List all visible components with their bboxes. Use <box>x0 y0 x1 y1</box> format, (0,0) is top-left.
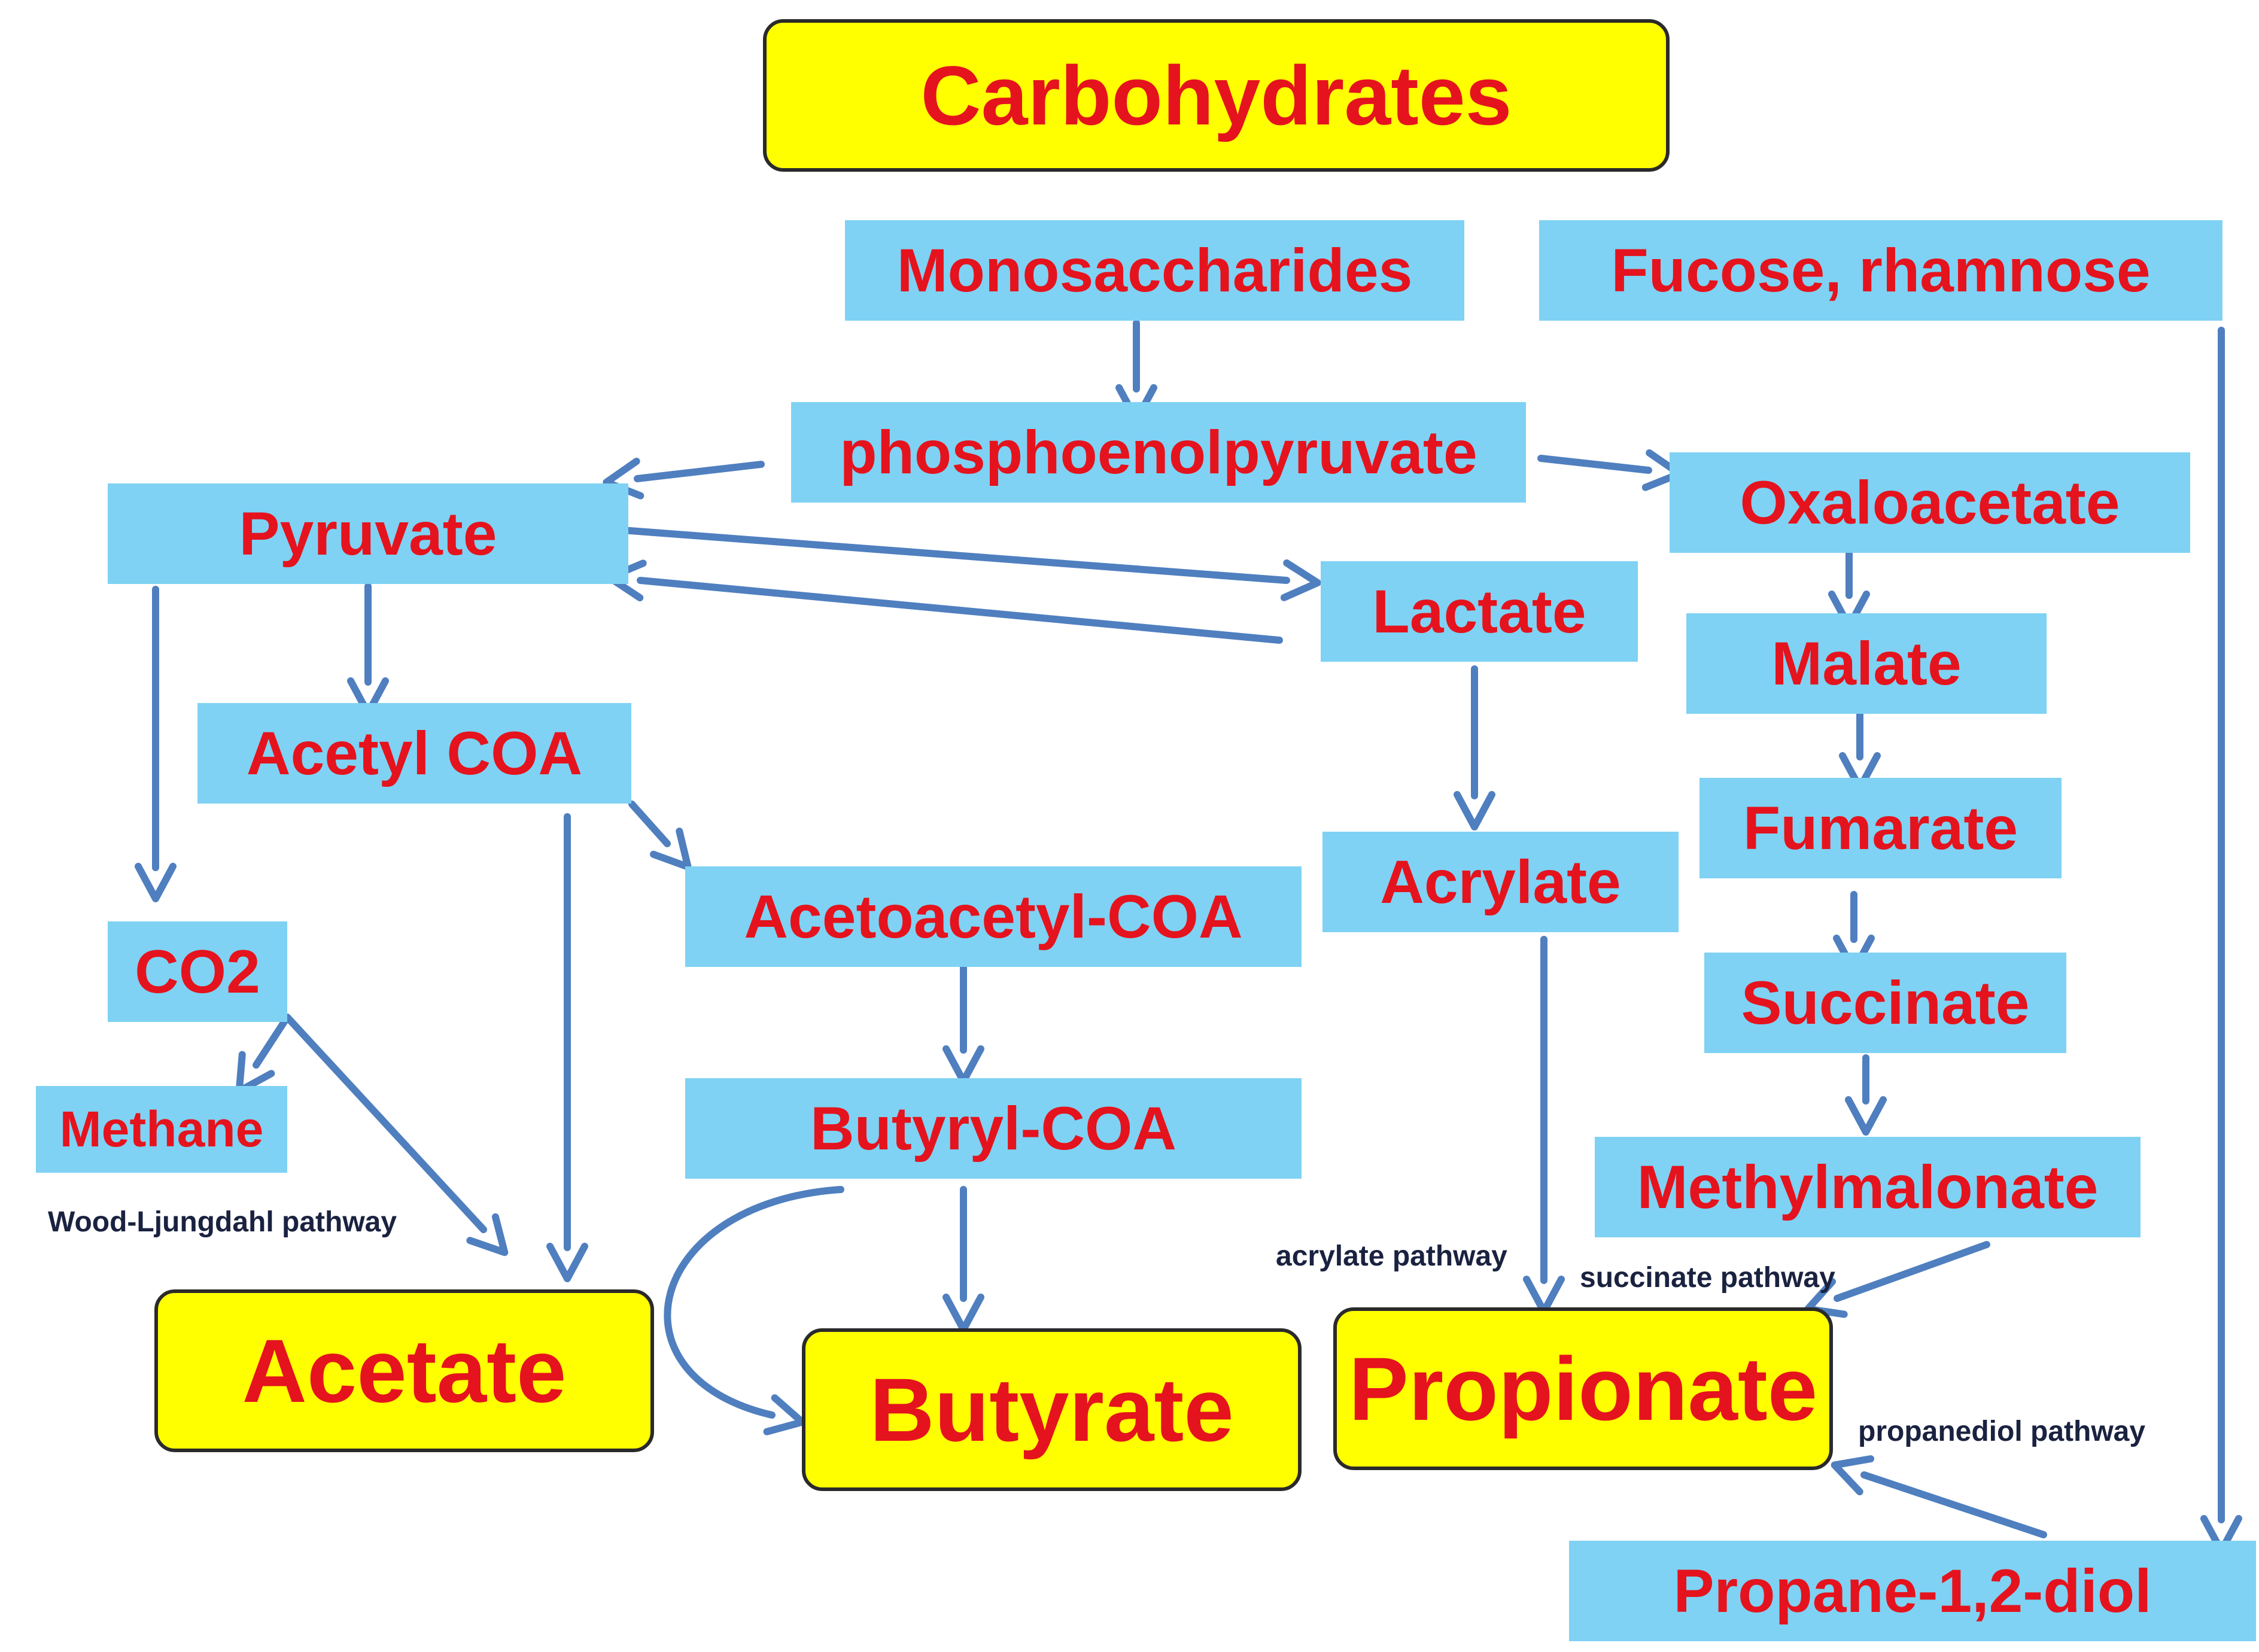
arrow-methylmalonate-to-propionate <box>1804 1241 1990 1318</box>
acetate-node: Acetate <box>154 1289 654 1452</box>
arrow-co2-to-acetate <box>284 1014 509 1257</box>
acrylate-node: Acrylate <box>1322 832 1679 932</box>
propionate-node: Propionate <box>1333 1307 1833 1470</box>
phosphoenolpyruvate-node: phosphoenolpyruvate <box>791 402 1526 503</box>
arrow-acetylcoa-to-acetoacetylcoa <box>628 801 692 871</box>
acrylate-pathway-label: acrylate pathway <box>1276 1240 1507 1272</box>
oxaloacetate-node: Oxaloacetate <box>1670 452 2190 553</box>
acetoacetyl-coa-node: Acetoacetyl-COA <box>685 866 1302 967</box>
arrow-pyruvate-to-lactate <box>619 527 1321 601</box>
fumarate-node: Fumarate <box>1699 778 2062 878</box>
fucose-rhamnose-node: Fucose, rhamnose <box>1539 220 2222 321</box>
acetyl-coa-node: Acetyl COA <box>197 703 631 804</box>
propanediol-pathway-label: propanediol pathway <box>1858 1416 2146 1447</box>
pyruvate-node: Pyruvate <box>108 483 628 584</box>
carbohydrates-node: Carbohydrates <box>763 19 1670 172</box>
arrow-pep-to-oxaloacetate <box>1537 449 1683 491</box>
methylmalonate-node: Methylmalonate <box>1595 1137 2141 1237</box>
wood-ljungdahl-label: Wood-Ljungdahl pathway <box>48 1206 397 1238</box>
methane-node: Methane <box>36 1086 287 1173</box>
arrow-lactate-to-pyruvate <box>606 559 1283 644</box>
arrow-propanediol-to-propionate <box>1831 1455 2047 1538</box>
lactate-node: Lactate <box>1321 561 1638 662</box>
butyrate-node: Butyrate <box>802 1328 1302 1491</box>
monosaccharides-node: Monosaccharides <box>845 220 1464 321</box>
succinate-pathway-label: succinate pathway <box>1580 1262 1835 1294</box>
co2-node: CO2 <box>108 921 287 1022</box>
arrow-pep-to-pyruvate <box>603 457 765 500</box>
arrow-co2-to-methane <box>235 1014 291 1095</box>
propane-1-2-diol-node: Propane-1,2-diol <box>1569 1541 2256 1641</box>
malate-node: Malate <box>1686 613 2047 714</box>
succinate-node: Succinate <box>1704 953 2066 1053</box>
butyryl-coa-node: Butyryl-COA <box>685 1078 1302 1179</box>
